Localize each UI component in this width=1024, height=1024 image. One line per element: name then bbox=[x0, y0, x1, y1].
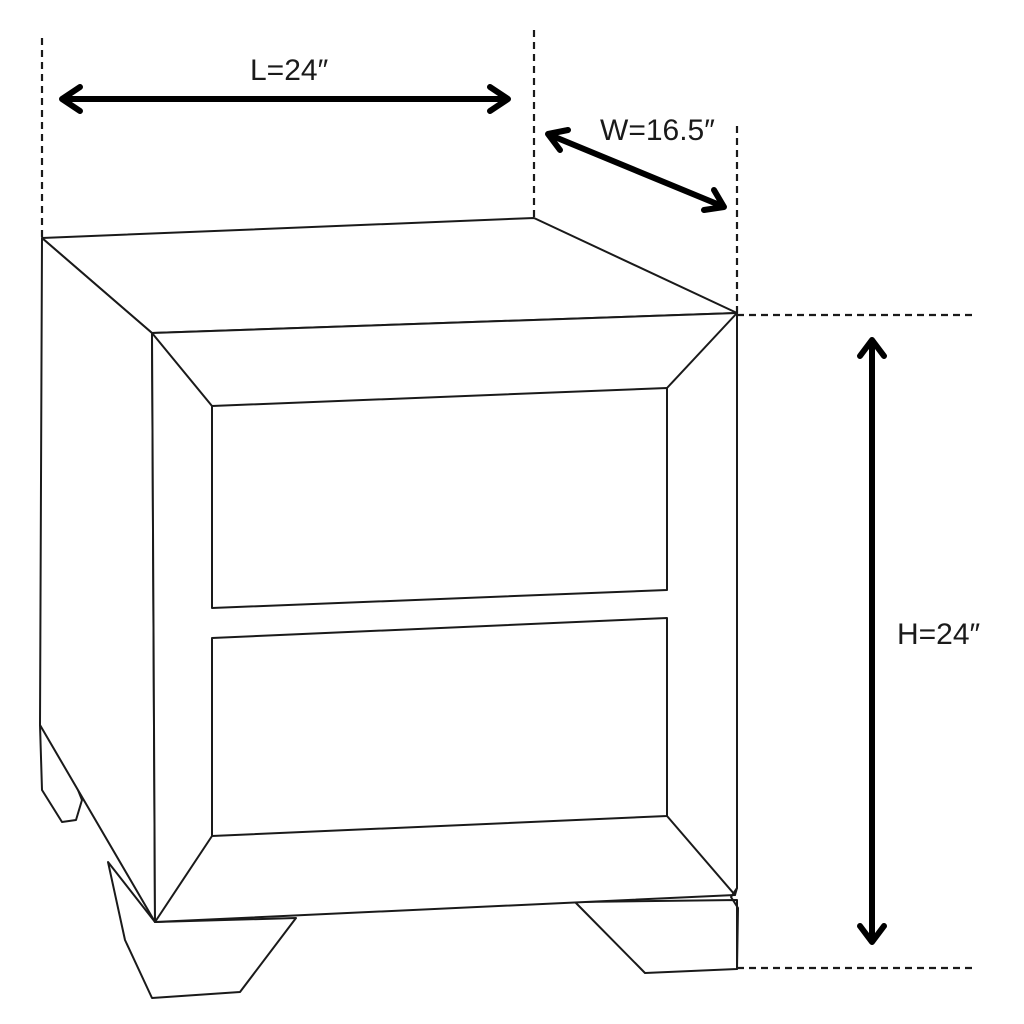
dimension-guides bbox=[40, 30, 975, 970]
length-label: L=24″ bbox=[250, 54, 329, 87]
bevel-bottom-right bbox=[666, 815, 736, 896]
front-face bbox=[151, 312, 738, 923]
width-label: W=16.5″ bbox=[600, 114, 715, 147]
back-right-foot bbox=[574, 899, 738, 974]
bevel-bottom-left bbox=[154, 835, 213, 923]
height-label: H=24″ bbox=[897, 618, 981, 651]
bevel-top-left bbox=[151, 332, 213, 407]
height-arrow bbox=[857, 337, 887, 945]
nightstand bbox=[39, 217, 739, 999]
length-arrow bbox=[59, 84, 511, 114]
width-arrow bbox=[545, 127, 727, 213]
upper-drawer bbox=[211, 387, 668, 609]
lower-drawer bbox=[211, 617, 668, 837]
left-side-panel bbox=[39, 237, 156, 923]
bevel-top-right bbox=[666, 312, 738, 389]
